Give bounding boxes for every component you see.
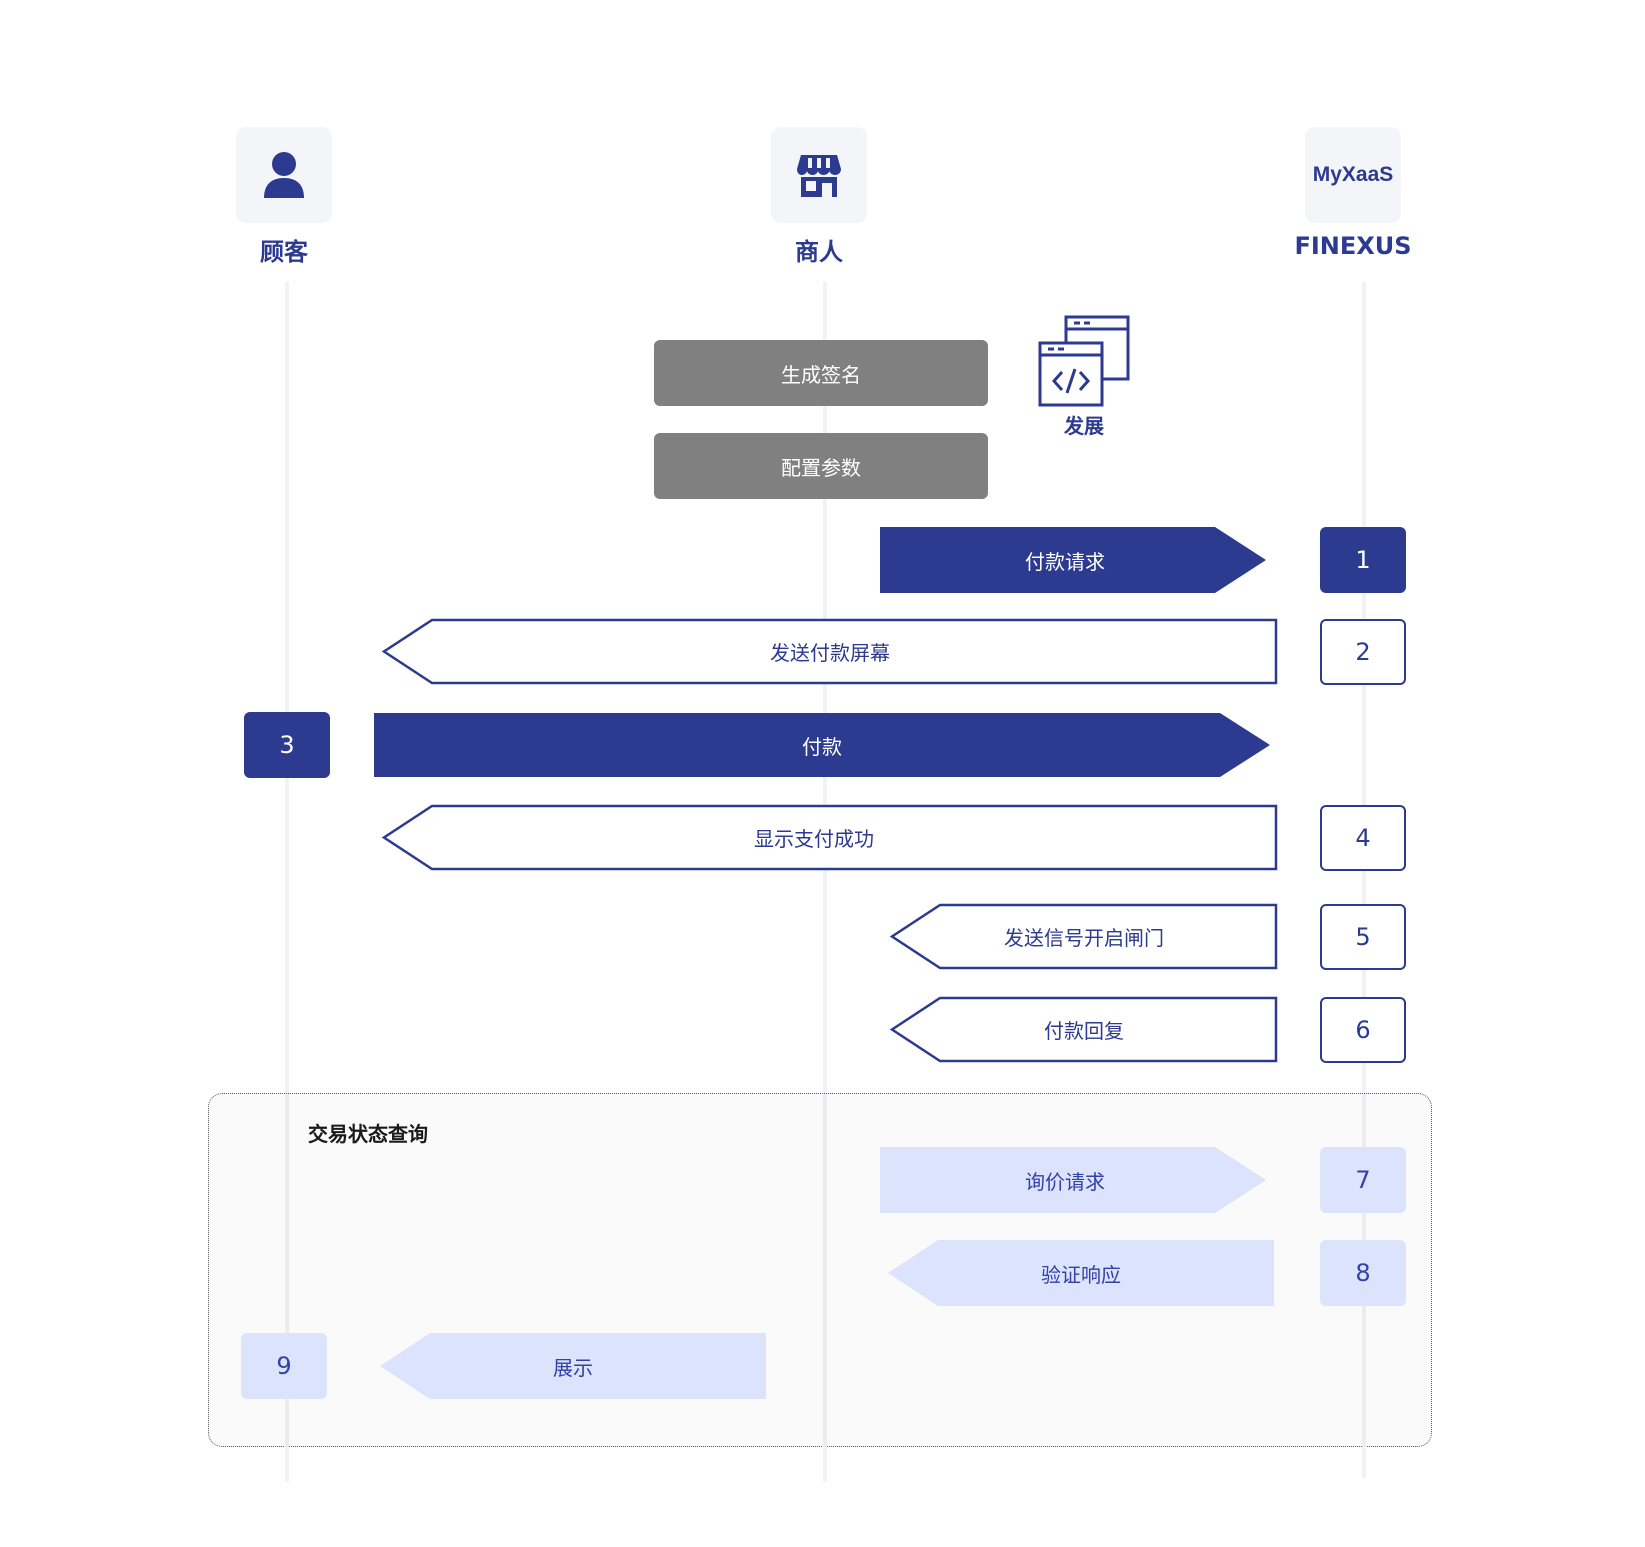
step-number-3: 3 [244, 712, 330, 778]
store-icon [797, 155, 841, 197]
arrow-5-open-gate [889, 903, 1278, 970]
step-number-2: 2 [1320, 619, 1406, 685]
arrow-label-5: 发送信号开启闸门 [1004, 926, 1164, 950]
arrow-label-2: 发送付款屏幕 [770, 641, 890, 665]
arrow-label-1: 付款请求 [1025, 549, 1105, 574]
develop-label: 发展 [1064, 414, 1104, 438]
actor-label-merchant: 商人 [795, 238, 843, 266]
arrow-9-display [380, 1333, 766, 1399]
lifeline-merchant-in-group [823, 1094, 827, 1447]
arrow-label-3: 付款 [802, 734, 842, 759]
arrow-8-verify-response [888, 1240, 1274, 1306]
arrow-7-inquiry-request [880, 1147, 1266, 1213]
generate-signature-box: 生成签名 [654, 340, 988, 406]
arrow-4-show-success [381, 804, 1278, 871]
lifeline-finexus [1362, 282, 1366, 1478]
merchant-tile [771, 127, 867, 223]
lifeline-customer [285, 282, 289, 1482]
arrow-2-send-payment-screen [381, 618, 1278, 685]
step-number-5: 5 [1320, 904, 1406, 970]
person-icon [264, 152, 304, 198]
step-number-4: 4 [1320, 805, 1406, 871]
lifeline-merchant [823, 282, 827, 1482]
code-windows-icon [1038, 315, 1130, 407]
arrow-label-8: 验证响应 [1041, 1262, 1121, 1287]
step-number-9: 9 [241, 1333, 327, 1399]
configure-params-box: 配置参数 [654, 433, 988, 499]
customer-tile [236, 127, 332, 223]
lifeline-customer-in-group [285, 1094, 289, 1447]
step-number-6: 6 [1320, 997, 1406, 1063]
arrow-label-6: 付款回复 [1044, 1019, 1124, 1043]
step-number-7: 7 [1320, 1147, 1406, 1213]
arrow-3-payment [374, 713, 1270, 777]
arrow-label-4: 显示支付成功 [754, 827, 874, 851]
actor-label-customer: 顾客 [260, 238, 308, 266]
step-number-8: 8 [1320, 1240, 1406, 1306]
group-title: 交易状态查询 [308, 1122, 428, 1146]
actor-label-finexus: FINEXUS [1294, 232, 1412, 260]
arrow-label-9: 展示 [553, 1355, 593, 1380]
arrow-1-payment-request [880, 527, 1266, 593]
myxaas-logo: MyXaaS [1312, 163, 1394, 186]
arrow-label-7: 询价请求 [1025, 1169, 1105, 1194]
arrow-6-payment-reply [889, 996, 1278, 1063]
finexus-tile: MyXaaS [1305, 127, 1401, 223]
step-number-1: 1 [1320, 527, 1406, 593]
